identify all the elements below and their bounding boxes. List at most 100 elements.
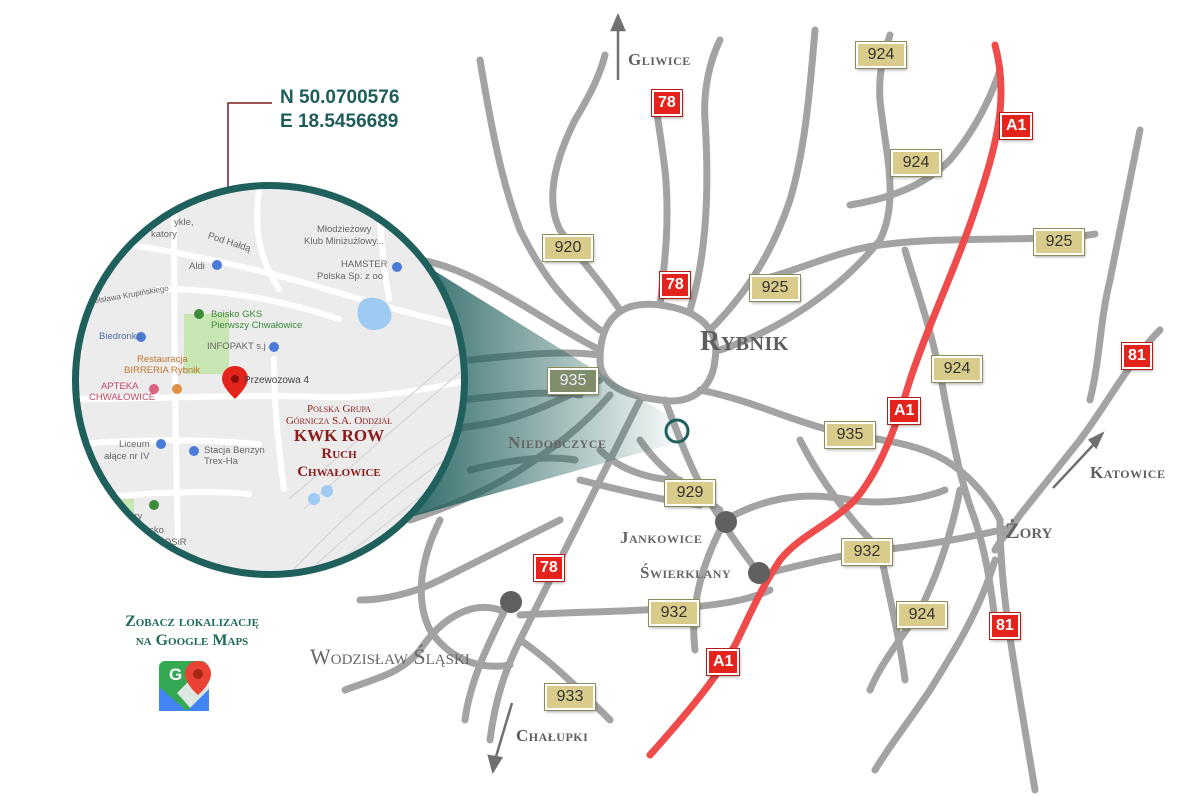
- arrow-chalupki: [493, 702, 514, 761]
- road-badge-924: 924: [856, 42, 906, 68]
- spotlight-cone: [400, 268, 672, 520]
- poi-label: Trex-Ha: [204, 456, 238, 467]
- road-ne-924: [901, 246, 999, 624]
- mine-label-line4: Ruch Chwałowice: [297, 446, 381, 480]
- road-badge-78: 78: [534, 555, 564, 581]
- road-badge-932: 932: [842, 539, 892, 565]
- poi-label: APTEKA: [101, 381, 139, 392]
- road-badge-924: 924: [897, 602, 947, 628]
- coordinate-north: N 50.0700576: [280, 87, 400, 108]
- road-ne3: [846, 66, 1004, 209]
- mine-label-line3: KWK ROW: [293, 426, 385, 445]
- direction-label-katowice: Katowice: [1090, 463, 1166, 482]
- road-badge-924: 924: [891, 150, 941, 176]
- road-n1: [686, 36, 724, 314]
- road-badge-929: 929: [665, 480, 715, 506]
- poi-label: Pierwszy Chwałowice: [211, 320, 303, 331]
- road-s-jank: [690, 526, 724, 654]
- poi-label: Aldi: [189, 261, 205, 272]
- poi-label: Polska Sp. z oo: [317, 271, 384, 282]
- road-ne1: [716, 31, 894, 354]
- road-badge-a1: A1: [707, 649, 740, 675]
- road-935: [696, 386, 1004, 524]
- road-ss: [876, 546, 909, 684]
- road-w4: [341, 603, 504, 694]
- mine-label: Polska Grupa Górnicza S.A. Oddział KWK R…: [279, 403, 399, 481]
- road-badge-78: 78: [660, 272, 690, 298]
- google-maps-caption[interactable]: Zobacz lokalizację na Google Maps: [112, 612, 272, 650]
- road-badge-935: 935: [548, 368, 598, 394]
- poi-label: Stacja Benzyn: [204, 445, 265, 456]
- road-wodz: [461, 596, 514, 724]
- google-maps-caption-line2: na Google Maps: [135, 632, 249, 649]
- poi-label: adelisko: [129, 525, 164, 536]
- road-badge-81: 81: [990, 613, 1020, 639]
- arrow-chalupki-head: [487, 754, 504, 775]
- road-932-west: [516, 586, 774, 619]
- poi-label: Przewozowa 4: [244, 375, 310, 386]
- direction-label-gliwice: Gliwice: [628, 50, 691, 69]
- road-nw1: [476, 56, 604, 334]
- svg-text:G: G: [169, 665, 182, 684]
- road-badge-a1: A1: [1000, 113, 1033, 139]
- poi-label: Restauracja: [137, 354, 188, 365]
- road-badge-78: 78: [652, 90, 682, 116]
- google-maps-caption-line1: Zobacz lokalizację: [125, 613, 259, 630]
- poi-label: CHWAŁOWICE: [89, 392, 156, 403]
- inset-zoom-map[interactable]: ykle, katory Pod Hałdą Młodzieżowy Klub …: [72, 182, 468, 578]
- road-badge-925: 925: [1034, 229, 1084, 255]
- poi-label: ykle,: [174, 217, 194, 228]
- poi-label: Młodzieżowy: [317, 224, 372, 235]
- road-nw2: [549, 51, 624, 314]
- road-badge-920: 920: [543, 235, 593, 261]
- poi-label: owice MOSiR: [129, 537, 187, 548]
- town-dot-wodzislaw: [500, 591, 522, 613]
- town-dot-jankowice: [715, 511, 737, 533]
- road-933: [516, 636, 614, 724]
- city-label-niedobczyce: Niedobczyce: [508, 433, 607, 452]
- poi-label: Liceum: [119, 439, 150, 450]
- mine-label-line1: Polska Grupa: [306, 403, 372, 415]
- poi-label: katory: [151, 229, 177, 240]
- poi-label: INFOPAKT s.j: [207, 341, 266, 352]
- road-badge-924: 924: [932, 356, 982, 382]
- location-pin-icon: [222, 366, 248, 399]
- mine-label-line2: Górnicza S.A. Oddział: [285, 415, 393, 427]
- road-w3: [356, 516, 564, 604]
- poi-label: Biedronka: [99, 331, 142, 342]
- town-dot-swierklany: [748, 562, 770, 584]
- city-label-rybnik: Rybnik: [700, 326, 789, 357]
- poi-label: BIRRERIA Rybnik: [124, 365, 201, 376]
- road-n2: [706, 26, 819, 334]
- road-sw-loop: [417, 516, 514, 670]
- coordinates-text: N 50.0700576 E 18.5456689: [280, 86, 399, 134]
- city-label-wodzislaw: Wodzisław Śląski: [310, 644, 470, 669]
- arrow-katowice-head: [1088, 431, 1105, 450]
- city-label-jankowice: Jankowice: [620, 528, 703, 547]
- road-e2: [1086, 126, 1144, 404]
- road-81: [996, 516, 1039, 794]
- inset-streets: [79, 189, 461, 571]
- road-badge-81: 81: [1122, 343, 1152, 369]
- poi-label: HAMSTER: [341, 259, 388, 270]
- direction-label-chalupki: Chałupki: [516, 726, 589, 745]
- motorway-a1: [646, 41, 1005, 759]
- arrow-katowice: [1052, 441, 1097, 489]
- city-label-swierklany: Świerklany: [640, 563, 732, 582]
- google-maps-icon[interactable]: G: [157, 657, 213, 713]
- poi-label: ałące nr IV: [104, 451, 150, 462]
- road-badge-a1: A1: [888, 398, 921, 424]
- poi-label: Klub Miniżużlowy...: [304, 236, 385, 247]
- poi-label: ultury: [119, 511, 143, 522]
- poi-label: Boisko GKS: [211, 309, 263, 320]
- road-badge-933: 933: [545, 684, 595, 710]
- coordinate-east: E 18.5456689: [280, 111, 399, 132]
- road-badge-932: 932: [649, 600, 699, 626]
- road-jank: [721, 486, 949, 524]
- arrow-gliwice-head: [610, 12, 626, 32]
- target-location-marker: [664, 418, 690, 444]
- road-se: [871, 556, 999, 774]
- city-label-zory: Żory: [1005, 518, 1053, 543]
- road-badge-935: 935: [825, 422, 875, 448]
